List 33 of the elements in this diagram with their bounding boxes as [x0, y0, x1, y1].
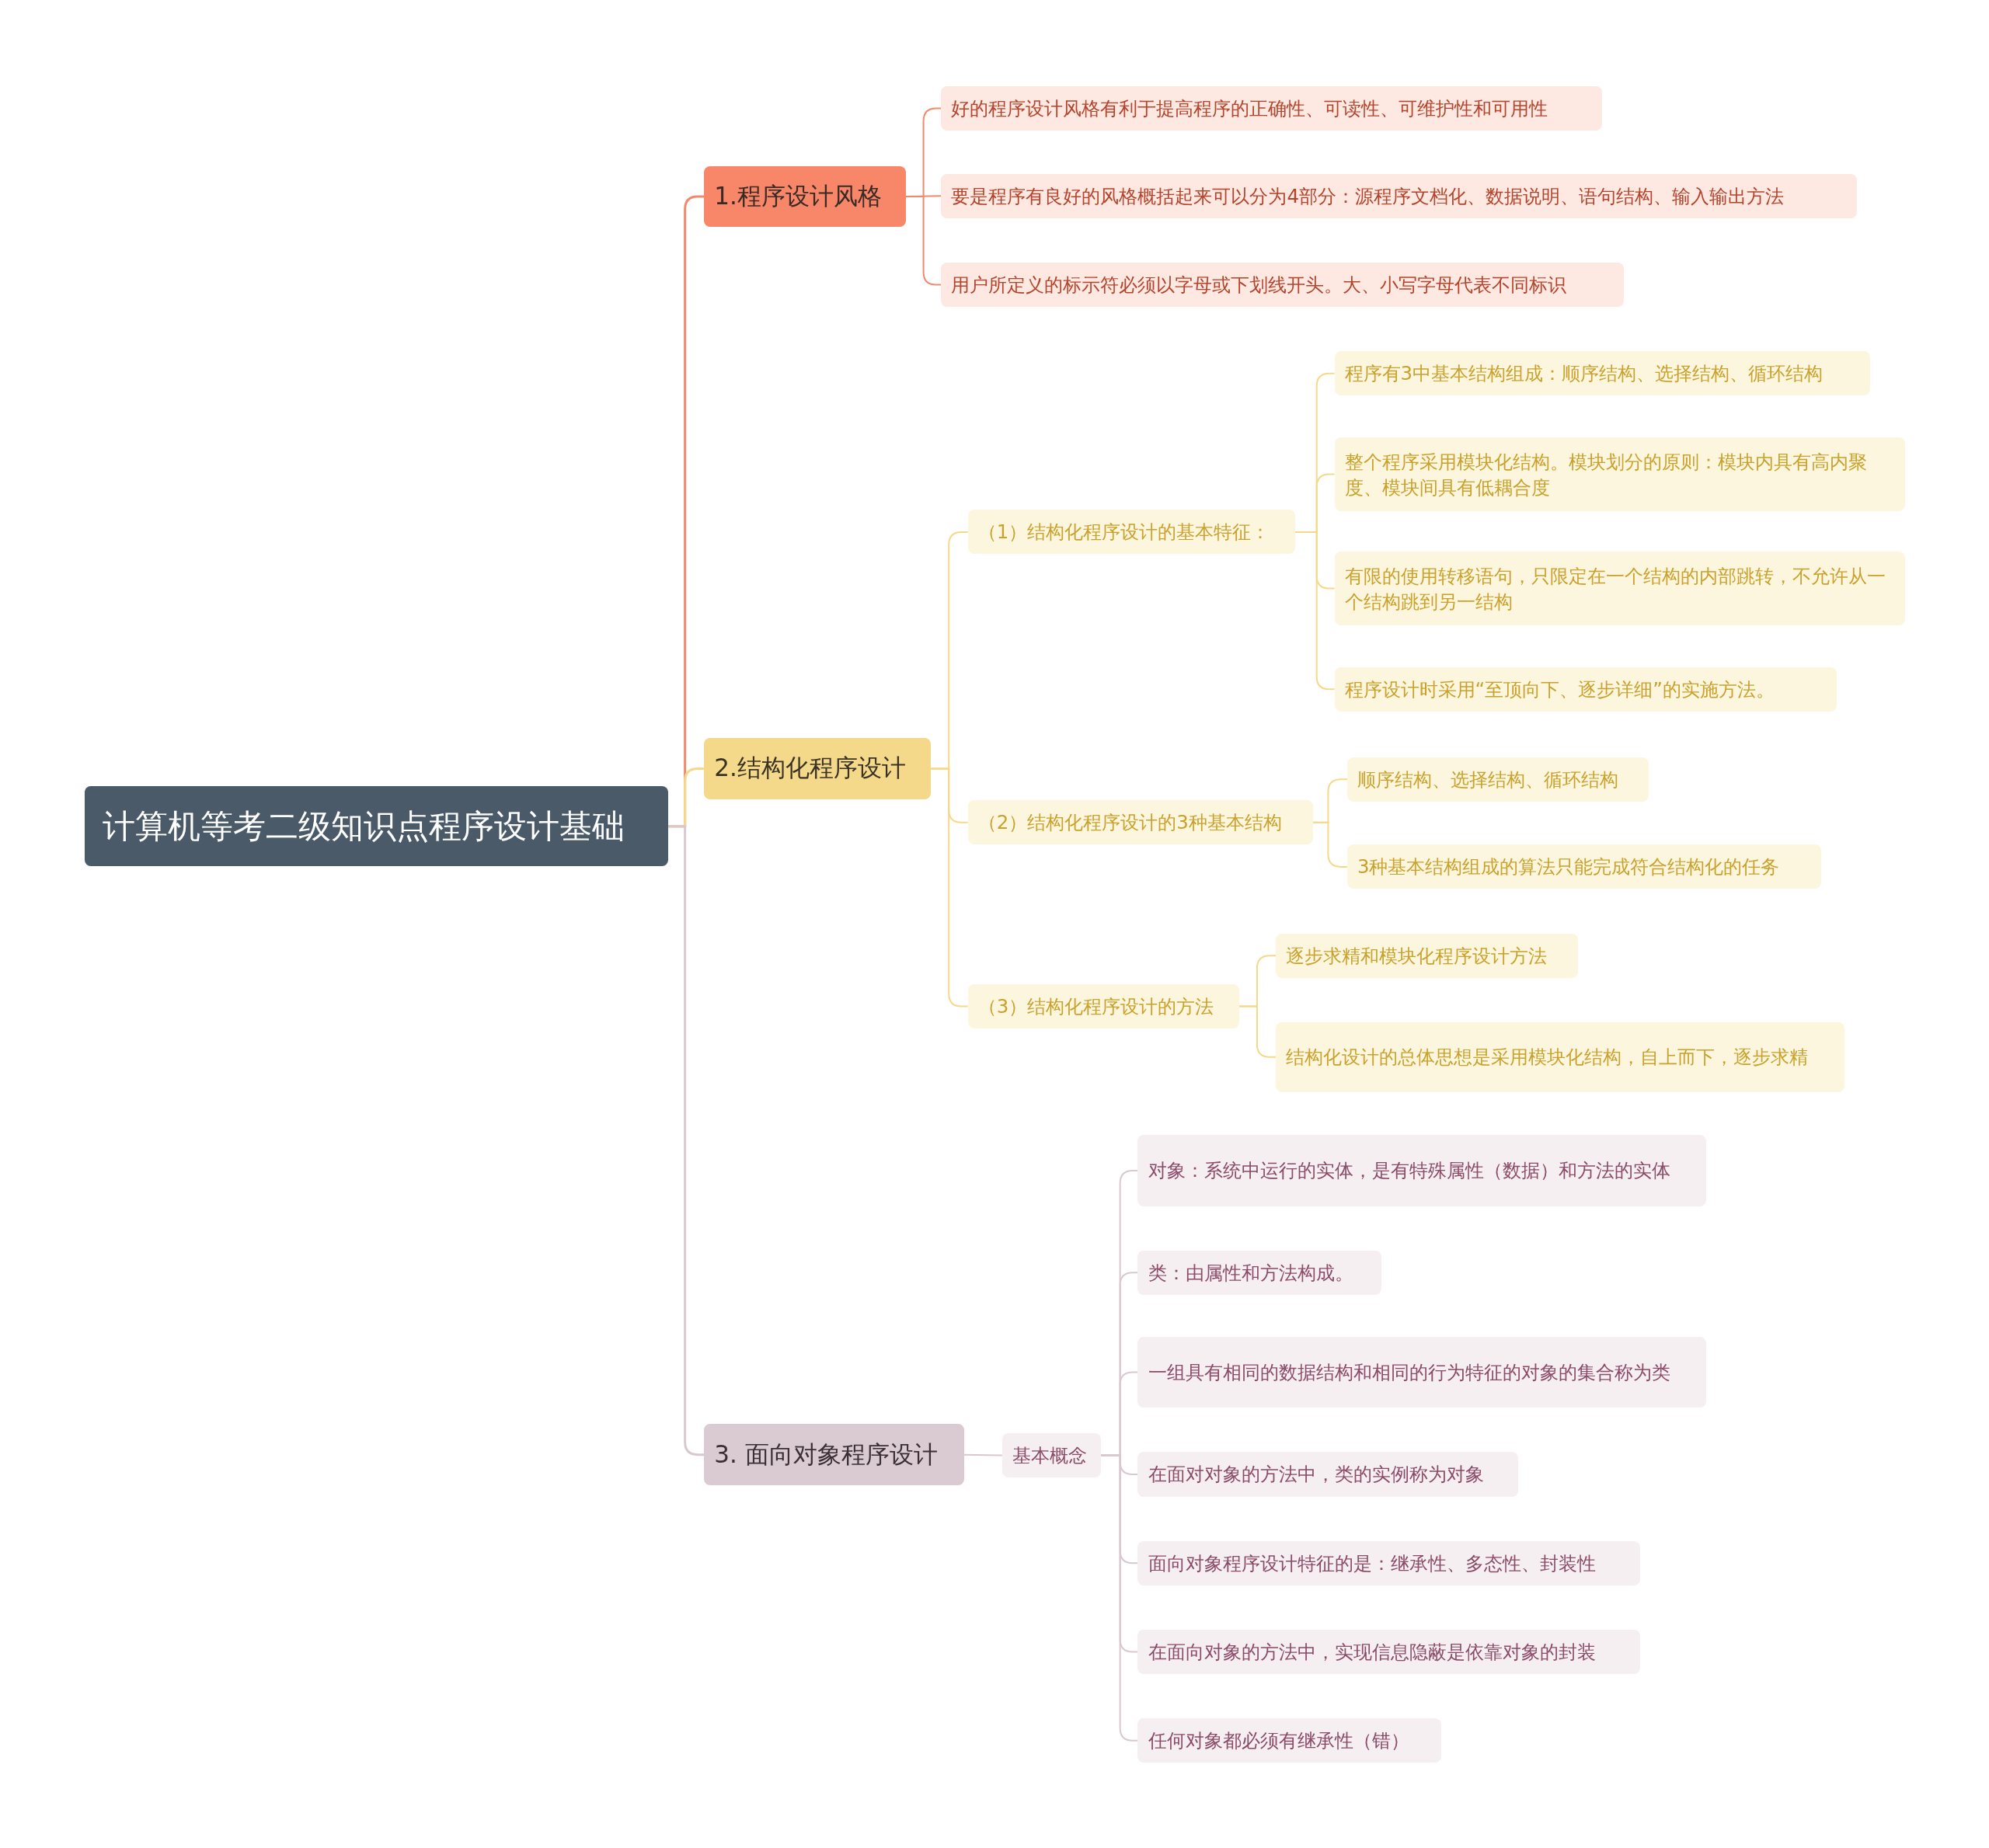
subtopic-box: （3）结构化程序设计的方法 [967, 983, 1240, 1029]
subtopic-box: 用户所定义的标示符必须以字母或下划线开头。大、小写字母代表不同标识 [941, 262, 1624, 308]
subtopic-box: 类：由属性和方法构成。 [1137, 1250, 1381, 1295]
subtopic-box: 程序设计时采用“至顶向下、逐步详细”的实施方法。 [1334, 666, 1837, 712]
subtopic-box: （1）结构化程序设计的基本特征： [967, 510, 1295, 555]
subtopic-box: 在面对对象的方法中，类的实例称为对象 [1137, 1452, 1519, 1497]
subtopic-box: （2）结构化程序设计的3种基本结构 [967, 800, 1313, 845]
connector-line [1311, 821, 1348, 868]
subtopic-box: 程序有3中基本结构组成：顺序结构、选择结构、循环结构 [1334, 351, 1870, 396]
subtopic-box: 对象：系统中运行的实体，是有特殊属性（数据）和方法的实体 [1137, 1135, 1706, 1206]
branch-topic-box: 2.结构化程序设计 [704, 738, 932, 799]
subtopic-box: 整个程序采用模块化结构。模块划分的原则：模块内具有高内聚度、模块间具有低耦合度 [1334, 437, 1906, 511]
subtopic-box: 任何对象都必须有继承性（错） [1137, 1718, 1441, 1763]
subtopic-box: 一组具有相同的数据结构和相同的行为特征的对象的集合称为类 [1137, 1336, 1706, 1408]
subtopic-box: 逐步求精和模块化程序设计方法 [1276, 933, 1578, 978]
subtopic-box: 顺序结构、选择结构、循环结构 [1346, 757, 1649, 802]
central-topic-box: 计算机等考二级知识点程序设计基础 [85, 786, 669, 867]
subtopic-box: 基本概念 [1001, 1432, 1102, 1478]
subtopic-box: 面向对象程序设计特征的是：继承性、多态性、封装性 [1137, 1540, 1640, 1585]
branch-topic-box: 1.程序设计风格 [704, 165, 906, 228]
connector-line [1238, 1005, 1277, 1058]
subtopic-box: 3种基本结构组成的算法只能完成符合结构化的任务 [1346, 844, 1822, 889]
connector-line [668, 825, 705, 1456]
subtopic-box: 有限的使用转移语句，只限定在一个结构的内部跳转，不允许从一个结构跳到另一结构 [1334, 552, 1906, 625]
connector-line [904, 196, 942, 286]
subtopic-box: 好的程序设计风格有利于提高程序的正确性、可读性、可维护性和可用性 [941, 86, 1603, 131]
connector-line [963, 1453, 1003, 1456]
branch-topic-box: 3. 面向对象程序设计 [704, 1424, 964, 1485]
subtopic-box: 要是程序有良好的风格概括起来可以分为4部分：源程序文档化、数据说明、语句结构、输入输出方法 [941, 173, 1858, 218]
connector-line [930, 767, 969, 1008]
subtopic-box: 结构化设计的总体思想是采用模块化结构，自上而下，逐步求精 [1276, 1021, 1844, 1092]
subtopic-box: 在面向对象的方法中，实现信息隐蔽是依靠对象的封装 [1137, 1629, 1640, 1675]
connector-line [1294, 531, 1336, 691]
